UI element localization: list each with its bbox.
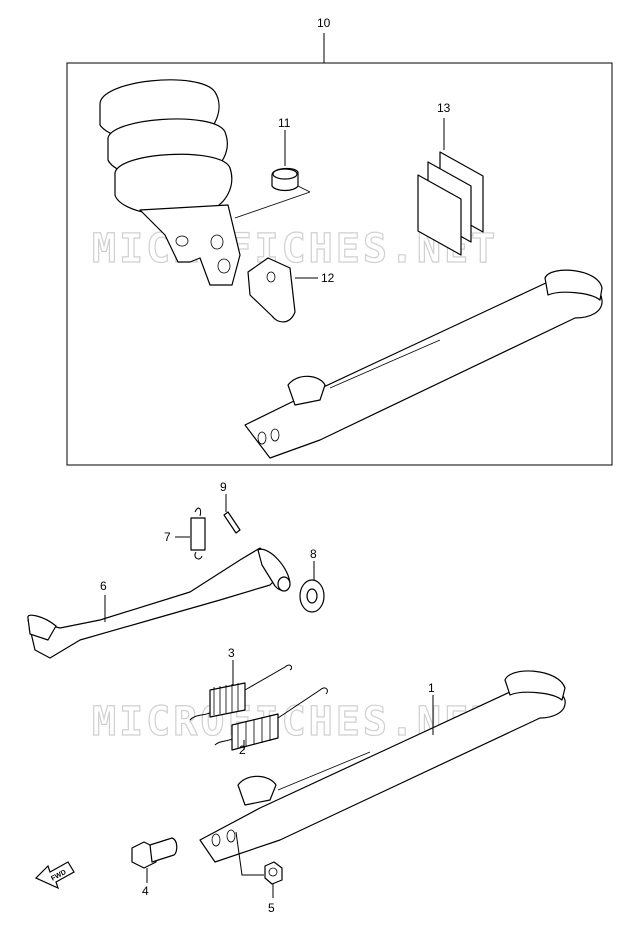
callout-3: 3: [228, 646, 235, 660]
callout-13: 13: [437, 101, 451, 115]
callout-4: 4: [142, 884, 149, 898]
shock-absorber: [99, 79, 311, 286]
side-stand-kit: [244, 269, 603, 459]
callout-11: 11: [278, 116, 291, 130]
part-8-washer: [299, 561, 325, 613]
part-1-side-stand: [199, 670, 566, 863]
part-4-bolt: [131, 837, 178, 883]
callout-10: 10: [317, 16, 331, 30]
part-13-pads: [417, 118, 484, 256]
callout-12: 12: [321, 271, 335, 285]
part-12-bracket: [247, 257, 318, 323]
callout-9: 9: [220, 480, 227, 494]
callout-2: 2: [239, 743, 246, 757]
part-5-nut: [235, 831, 283, 898]
part-7-spring: [175, 507, 206, 560]
fwd-arrow-icon: FWD: [34, 861, 75, 890]
part-3-spring: [189, 660, 293, 721]
kit-frame-10: [66, 62, 613, 466]
callout-8: 8: [310, 547, 317, 561]
part-2-spring: [214, 687, 328, 751]
callout-6: 6: [100, 579, 107, 593]
callout-5: 5: [268, 901, 275, 915]
part-11-cap: [271, 130, 299, 192]
callout-1: 1: [428, 681, 435, 695]
part-9-pin: [223, 494, 241, 534]
part-6-pedal: [27, 547, 291, 659]
callout-7: 7: [164, 530, 171, 544]
